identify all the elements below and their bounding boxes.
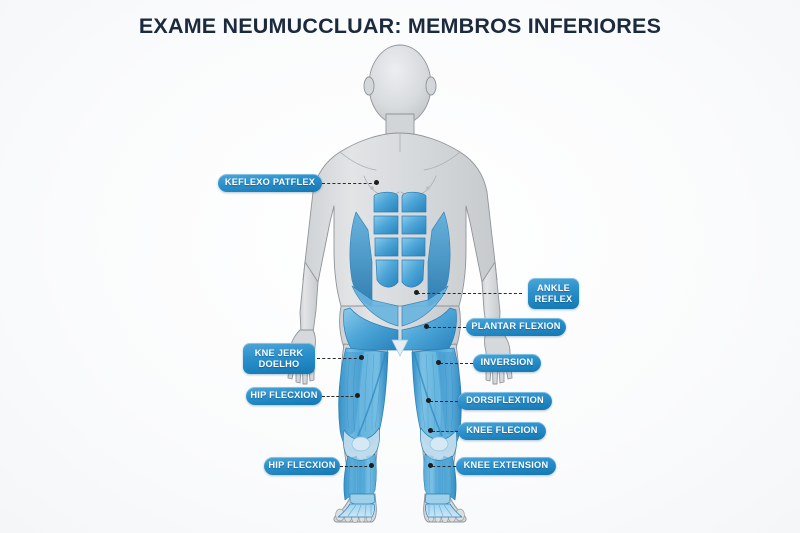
leader-line-inversion	[440, 363, 473, 364]
anchor-dot-dorsiflextion	[426, 398, 432, 404]
anchor-dot-hip-flecxion-upper	[355, 393, 361, 399]
label-dorsiflextion[interactable]: DORSIFLEXTION	[458, 392, 552, 410]
label-plantar-flexion[interactable]: PLANTAR FLEXION	[466, 318, 566, 336]
anchor-dot-kne-jerk-doelho	[359, 355, 365, 361]
leader-line-plantar-flexion	[428, 327, 466, 328]
label-kne-jerk-doelho-line2: DOELHO	[258, 358, 300, 369]
anchor-dot-knee-flecion	[428, 428, 434, 434]
label-hip-flecxion-lower[interactable]: HIP FLECXION	[264, 457, 340, 475]
label-knee-extension[interactable]: KNEE EXTENSION	[456, 457, 556, 475]
anchor-dot-inversion	[436, 360, 442, 366]
label-inversion[interactable]: INVERSION	[473, 354, 541, 372]
anchor-dot-keflexo-patflex	[374, 180, 380, 186]
page-title: EXAME NEUMUCCLUAR: MEMBROS INFERIORES	[138, 14, 662, 38]
anchor-dot-hip-flecxion-lower	[369, 463, 375, 469]
leader-line-knee-flecion	[432, 431, 458, 432]
anchor-dot-knee-extension	[428, 463, 434, 469]
label-keflexo-patflex[interactable]: KEFLEXO PATFLEX	[218, 174, 322, 192]
label-ankle-reflex-line1: ANKLE	[537, 283, 570, 294]
anchor-dot-ankle-reflex	[414, 290, 420, 296]
anchor-dot-plantar-flexion	[424, 324, 430, 330]
leader-line-hip-flecxion-lower	[340, 466, 372, 467]
leader-line-hip-flecxion-upper	[322, 396, 358, 397]
leader-line-knee-extension	[432, 466, 456, 467]
label-kne-jerk-doelho[interactable]: KNE JERK DOELHO	[243, 343, 315, 374]
label-ankle-reflex[interactable]: ANKLE REFLEX	[528, 278, 579, 309]
leader-line-kne-jerk-doelho	[317, 358, 362, 359]
label-hip-flecxion-upper[interactable]: HIP FLECXION	[246, 387, 322, 405]
leader-line-dorsiflextion	[430, 401, 458, 402]
label-ankle-reflex-line2: REFLEX	[534, 293, 573, 304]
leader-line-ankle-reflex	[417, 293, 522, 294]
label-knee-flecion[interactable]: KNEE FLECION	[458, 422, 546, 440]
leader-line-keflexo-patflex	[322, 183, 377, 184]
label-kne-jerk-doelho-line1: KNE JERK	[254, 348, 304, 359]
